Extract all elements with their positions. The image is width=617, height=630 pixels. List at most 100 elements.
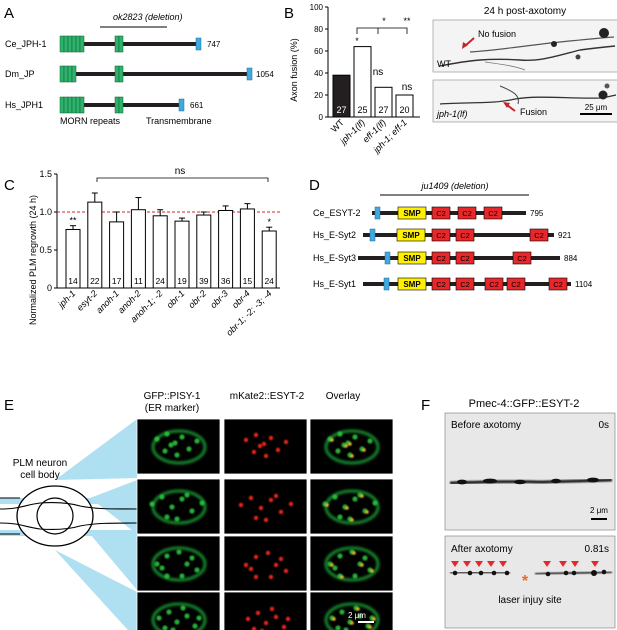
d-c2-label: C2 — [436, 280, 446, 289]
f-title: Pmec-4::GFP::ESYT-2 — [469, 398, 580, 410]
f-injury-label: laser injuy site — [498, 595, 562, 606]
c-bar-n-label: 14 — [68, 276, 78, 286]
b-bar — [374, 86, 393, 118]
panel-a: A ok2823 (deletion) Ce_JPH-1 747 Dm_JP 1… — [4, 5, 274, 126]
c-y-tick-label: 1.5 — [39, 169, 52, 179]
d-c2-domain — [431, 228, 451, 242]
b-bar — [332, 74, 351, 118]
morn-repeat — [114, 35, 120, 53]
d-c2-label: C2 — [460, 254, 470, 263]
morn-repeat — [75, 96, 81, 114]
e-micrograph — [136, 418, 221, 475]
arrow-head-icon — [503, 102, 510, 108]
b-bar-n-label: 25 — [357, 105, 367, 115]
d-c2-label: C2 — [553, 280, 563, 289]
protein-name-dm-jp: Dm_JP — [5, 69, 35, 79]
morn-repeat — [71, 65, 77, 83]
c-bar-n-label: 39 — [199, 276, 209, 286]
d-c2-domain — [484, 277, 504, 291]
d-protein-length: 1104 — [575, 280, 593, 289]
projection-wedge — [90, 480, 137, 534]
panel-d-letter: D — [309, 177, 320, 194]
d-protein-name: Hs_E-Syt2 — [313, 230, 356, 240]
d-c2-label: C2 — [517, 254, 527, 263]
b-bracket-long — [356, 27, 408, 34]
d-c2-label: C2 — [511, 280, 521, 289]
protein-name-ce-jph1: Ce_JPH-1 — [5, 39, 47, 49]
morn-repeat — [63, 35, 69, 53]
c-x-tick-label: jph-1 — [55, 288, 77, 310]
f-arrowhead-icon — [591, 561, 599, 567]
c-x-tick-label: obr-2 — [186, 288, 208, 310]
c-ns-label: ns — [175, 166, 186, 177]
f-arrowhead-icon — [463, 561, 471, 567]
b-image-wt: WT No fusion — [432, 19, 617, 73]
d-smp-domain — [397, 277, 427, 291]
d-c2-label: C2 — [436, 254, 446, 263]
c-bar-n-label: 11 — [134, 276, 143, 286]
neuron-label-line-1: PLM neuron — [13, 458, 67, 469]
c-x-tick-label: obr-1 — [165, 288, 187, 310]
deletion-label: ok2823 (deletion) — [113, 12, 183, 22]
legend-morn-repeats: MORN repeats — [60, 116, 121, 126]
c-bar-n-label: 24 — [155, 276, 165, 286]
f-scale-label: 2 μm — [590, 506, 608, 515]
d-c2-domain — [512, 251, 532, 265]
c-sig-label: * — [267, 217, 271, 227]
b-y-tick-label: 100 — [310, 3, 324, 12]
d-c2-domain — [455, 228, 475, 242]
transmembrane-domain — [246, 67, 253, 81]
e-micrograph — [223, 535, 308, 592]
f-arrowhead-icon — [571, 561, 579, 567]
d-transmembrane-domain — [369, 228, 376, 242]
d-smp-label: SMP — [403, 254, 421, 263]
b-img-wt-label: WT — [437, 59, 451, 69]
c-bar-n-label: 36 — [221, 276, 231, 286]
b-y-tick-label: 80 — [314, 25, 323, 34]
d-c2-domain — [455, 251, 475, 265]
b-y-tick-label: 60 — [314, 47, 323, 56]
f-arrowheads — [451, 561, 599, 567]
b-bracket-sig-1: * — [382, 16, 386, 26]
d-c2-domain — [548, 277, 568, 291]
morn-repeat — [67, 65, 73, 83]
f-arrowhead-icon — [451, 561, 459, 567]
c-bars: 14**jph-122esyt-217anoh-111anoh-224anoh-… — [55, 192, 277, 338]
c-y-axis-label: Normalized PLM regrowth (24 h) — [28, 195, 38, 325]
b-y-tick-label: 0 — [319, 113, 324, 122]
morn-repeat — [118, 35, 124, 53]
d-smp-label: SMP — [403, 280, 421, 289]
f-after-time: 0.81s — [585, 544, 609, 555]
b-bracket-sig-2: ** — [403, 16, 411, 26]
protein-length: 661 — [190, 101, 204, 110]
b-img-jph1-annotation: Fusion — [520, 107, 547, 117]
f-after-label: After axotomy — [451, 544, 513, 555]
c-bar-n-label: 15 — [243, 276, 253, 286]
protein-length: 747 — [207, 40, 221, 49]
b-bar-n-label: 27 — [336, 105, 346, 115]
d-transmembrane-domain — [383, 277, 390, 291]
d-protein-name: Ce_ESYT-2 — [313, 208, 361, 218]
b-image-jph1: jph-1(lf) Fusion 25 μm — [432, 79, 617, 123]
morn-repeat — [114, 65, 120, 83]
f-arrowhead-icon — [475, 561, 483, 567]
c-sig-label: ** — [69, 216, 77, 226]
c-bar-n-label: 19 — [177, 276, 187, 286]
panel-e: E PLM neuron cell body GFP::PISY-1 (ER m… — [0, 391, 394, 630]
projection-wedge — [55, 550, 137, 630]
f-after-image: After axotomy 0.81s * laser injuy site — [444, 535, 616, 629]
morn-repeat — [75, 35, 81, 53]
d-protein-name: Hs_E-Syt3 — [313, 253, 356, 263]
f-arrowhead-icon — [499, 561, 507, 567]
d-smp-domain — [396, 228, 426, 242]
protein-length: 1054 — [256, 70, 274, 79]
d-c2-domain — [431, 277, 451, 291]
e-col1-header-line2: (ER marker) — [145, 403, 199, 414]
e-col3-header: Overlay — [326, 391, 360, 402]
morn-repeat — [79, 35, 85, 53]
f-arrowhead-icon — [487, 561, 495, 567]
d-transmembrane-domain — [384, 251, 391, 265]
